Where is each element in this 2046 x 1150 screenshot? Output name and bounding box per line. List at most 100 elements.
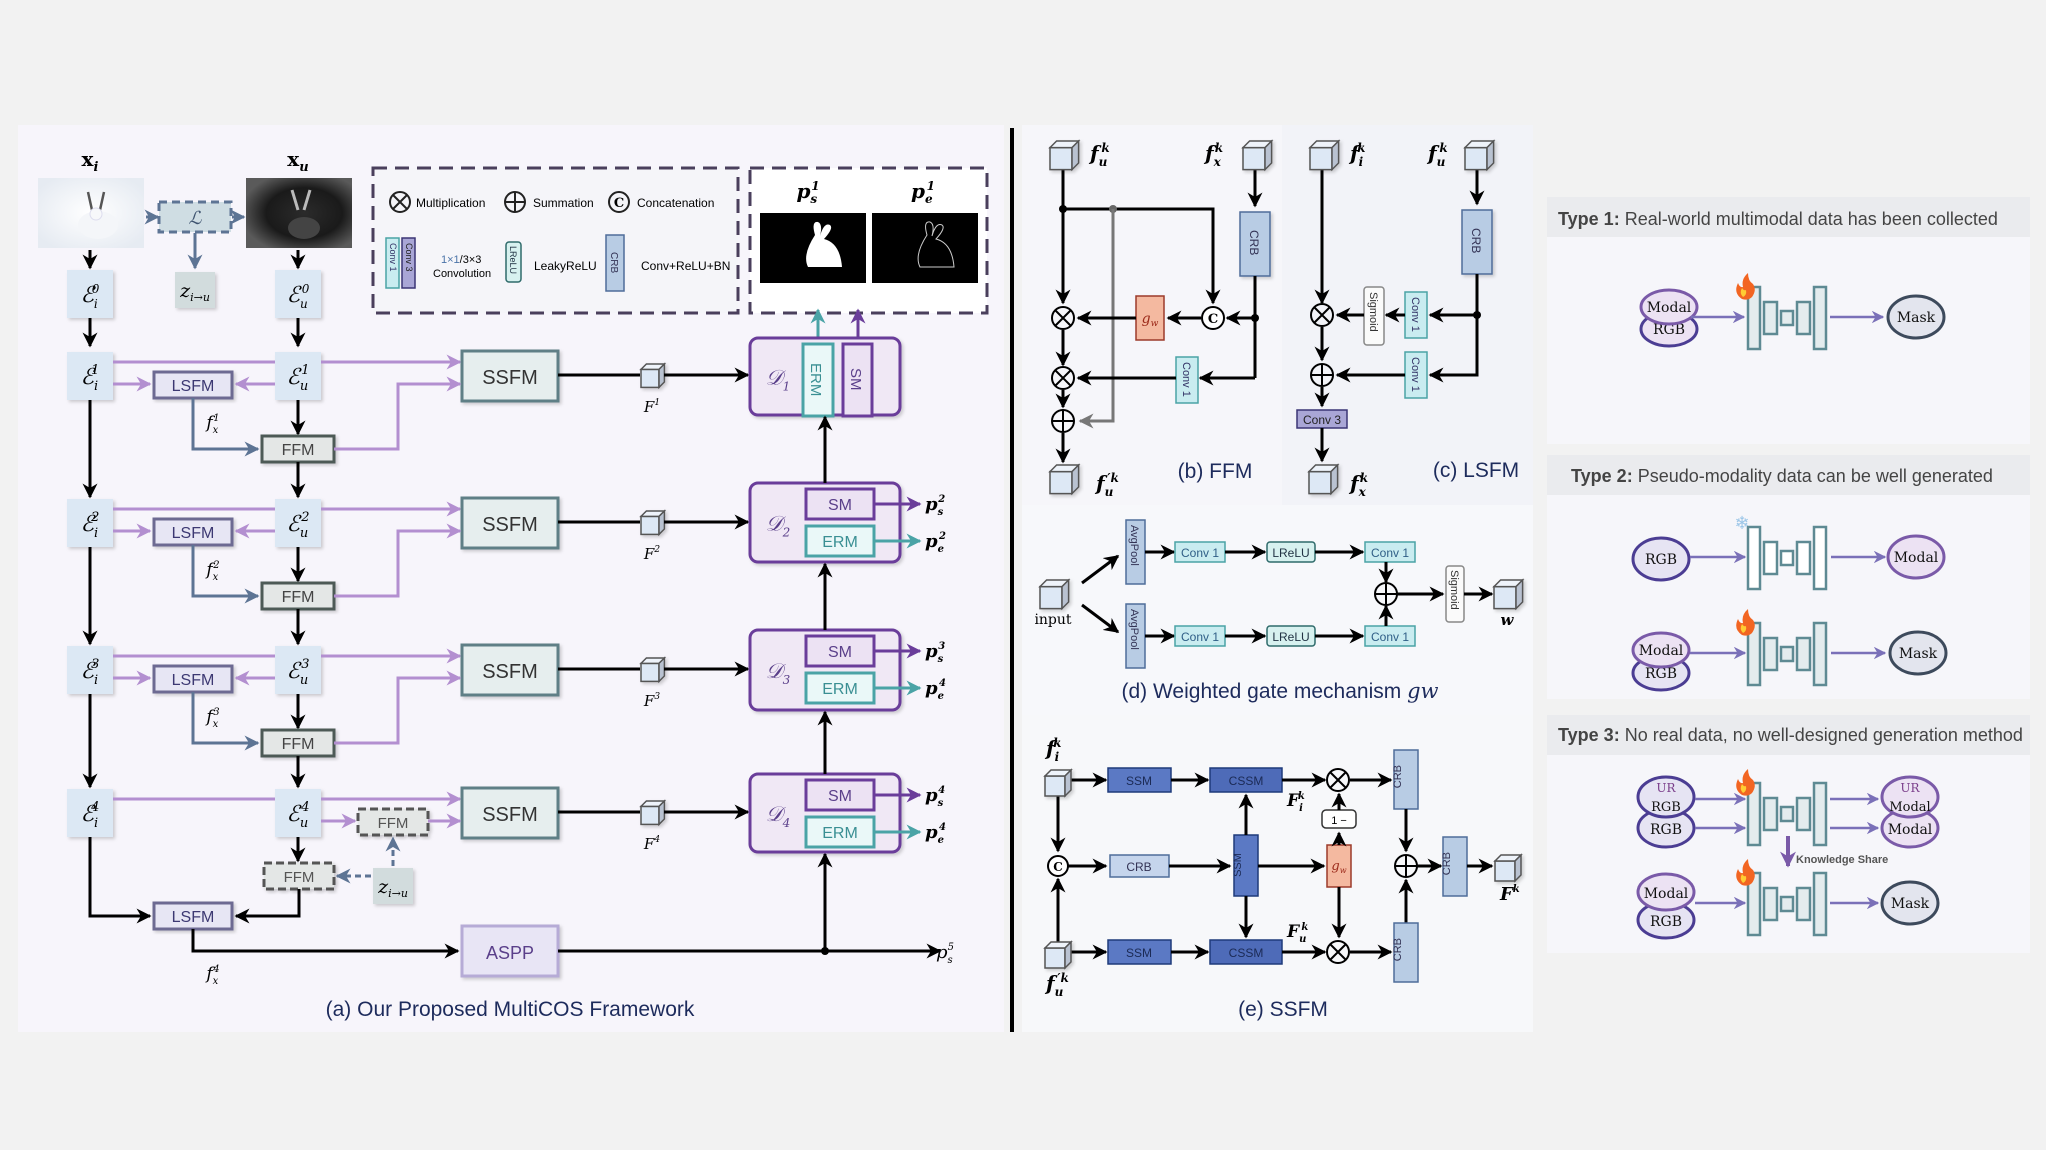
ffm-out-cube-icon [1048, 463, 1081, 496]
gate-conv1b-label: Conv 1 [1371, 546, 1409, 560]
sm-label-4: SM [828, 788, 852, 805]
ffm-label-4b: FFM [284, 869, 315, 886]
lsfm-out-label: fxk [1348, 471, 1368, 499]
lsfm-caption: (c) LSFM [1433, 459, 1519, 482]
sm-block-3 [804, 634, 876, 668]
type3-ur-modal-node [1880, 775, 1940, 819]
output-pe-4: pe4 [925, 822, 946, 846]
ffm-out-label: fu′k [1094, 471, 1119, 499]
svg-text:Conv 3: Conv 3 [1303, 413, 1341, 427]
type1-mask-node [1886, 294, 1946, 340]
feature-F2-cube-icon [639, 509, 667, 537]
ssfm-label-2: SSFM [482, 514, 538, 536]
encoder-i-4 [67, 789, 113, 837]
ssfm-label-3: SSFM [482, 661, 538, 683]
type2-modal-out-node-label: Modal [1894, 550, 1939, 566]
type-3-title: Type 3: No real data, no well-designed g… [1558, 725, 2023, 745]
ssfm-in-i-cube-icon [1043, 768, 1073, 798]
sm-block-1 [841, 342, 874, 418]
type2-rgb-node-label: RGB [1645, 552, 1677, 568]
svg-text:C: C [1208, 312, 1218, 327]
type1-rgb-node-label: RGB [1653, 322, 1685, 338]
ssfm-sum-node [1394, 854, 1418, 878]
svg-text:AvgPool: AvgPool [1128, 525, 1140, 566]
svg-text:Conv 1: Conv 1 [1180, 362, 1192, 397]
encoder-u-3-label: ℰu3 [287, 657, 310, 688]
ssfm-ssm-bottom [1107, 939, 1172, 965]
type2-rgb-node [1631, 536, 1691, 582]
output-ps-2: ps2 [925, 494, 945, 518]
fx-label-4: fx4 [204, 964, 219, 987]
lsfm-out-cube-icon [1307, 463, 1340, 496]
svg-text:Summation: Summation [533, 196, 594, 210]
svg-text:SSM: SSM [1126, 946, 1152, 960]
ffm-in-x-cube-icon [1241, 139, 1274, 172]
type3-ur-out-label: UR [1900, 781, 1920, 795]
encoder-i-2 [67, 499, 113, 547]
encoder-u-2-label: ℰu2 [287, 510, 310, 541]
crb-legend: CRB Conv+ReLU+BN [605, 234, 730, 292]
ssfm-in-i-label: fik [1044, 736, 1062, 764]
gate-output-cube-icon [1492, 578, 1525, 611]
z-latent-box [175, 272, 215, 308]
saliency-hare-shape [806, 221, 842, 267]
type3-mask-node-label: Mask [1891, 896, 1930, 912]
encoder-u-1 [275, 352, 321, 400]
encoder-u-3 [275, 646, 321, 694]
ffm-conv1-block [1175, 356, 1199, 404]
fx-label-1: fx1 [204, 413, 219, 436]
lsfm-label-1: LSFM [172, 378, 215, 395]
F4-label: F4 [643, 835, 660, 853]
type2-modal-in-node [1631, 631, 1691, 669]
ssfm-Fi-label: Fik [1286, 791, 1305, 814]
svg-text:Multiplication: Multiplication [416, 196, 485, 210]
aspp-label: ASPP [486, 943, 534, 963]
z-latent-label: zi→u [179, 280, 210, 304]
ssfm-crb-out [1442, 836, 1468, 897]
type3-modal-label: Modal [1888, 822, 1933, 838]
flame-trainable-icon [1736, 273, 1755, 300]
svg-text:Conv 3: Conv 3 [404, 243, 414, 272]
ffm-mult-node-1 [1051, 306, 1075, 330]
svg-text:CSSM: CSSM [1229, 946, 1264, 960]
ssfm-in-u-label: fu′k [1044, 971, 1069, 999]
gate-lrelu-label: LReLU [1272, 630, 1309, 644]
ssfm-mult-bottom [1326, 940, 1350, 964]
lsfm-crb-block [1461, 209, 1493, 275]
gate-lrelu-label: LReLU [1272, 546, 1309, 560]
main-caption: (a) Our Proposed MultiCOS Framework [326, 998, 695, 1021]
type-3-card: Type 3: No real data, no well-designed g… [1547, 715, 2030, 953]
svg-text:CRB: CRB [608, 252, 619, 273]
conv-legend: Conv 1 Conv 3 1×1/3×3 Convolution [385, 237, 491, 289]
ssfm-label-1: SSFM [482, 367, 538, 389]
types-column: Type 1: Real-world multimodal data has b… [1547, 197, 2030, 953]
svg-text:CRB: CRB [1469, 228, 1483, 253]
svg-text:Concatenation: Concatenation [637, 196, 714, 210]
type3-mask-node [1880, 880, 1940, 926]
gate-conv1b-2 [1364, 625, 1416, 647]
type2-modal-out-node [1886, 534, 1946, 580]
type3-ur-rgb-node [1636, 775, 1696, 819]
output-pe-3: pe4 [925, 678, 946, 702]
ssfm-out-label: Fk [1499, 884, 1520, 905]
svg-text:AvgPool: AvgPool [1128, 609, 1140, 650]
encoder-i-1-label: ℰi1 [81, 363, 100, 394]
sm-label-1: SM [847, 368, 864, 391]
encoder-i-4-label: ℰi4 [81, 800, 100, 831]
output-pe-2: pe2 [925, 531, 946, 555]
type-2-title: Type 2: Pseudo-modality data can be well… [1571, 466, 1993, 486]
encoder-u-0 [275, 270, 321, 318]
gate-input-label: input [1034, 612, 1071, 628]
ffm-label-3: FFM [282, 736, 315, 753]
sm-label-2: SM [828, 497, 852, 514]
decoder-2-label: 𝒟2 [766, 512, 790, 540]
erm-block-2 [804, 524, 876, 558]
multiplication-legend: Multiplication [389, 191, 485, 213]
erm-label-1: ERM [807, 363, 824, 396]
input-xu-label: xu [287, 147, 308, 175]
ssfm-diagram: SSM CSSM CRB C CRB SSM gw 1 − CRB [1047, 749, 1494, 1021]
encoder-u-4 [275, 789, 321, 837]
ssfm-cssm-top [1209, 767, 1283, 793]
type3-network [1736, 859, 1828, 937]
